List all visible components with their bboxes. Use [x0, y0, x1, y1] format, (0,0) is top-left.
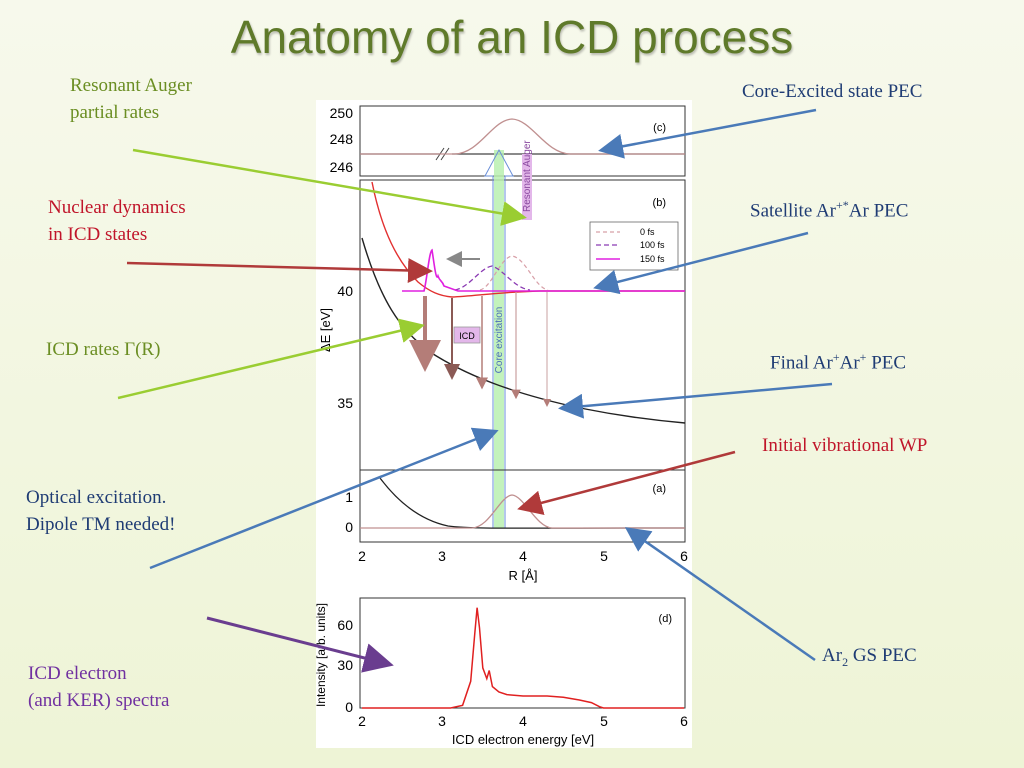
final-pec-sup1: +	[832, 350, 840, 364]
panel-a-ytick-1: 1	[345, 489, 353, 505]
satellite-pec-prefix: Satellite Ar	[750, 200, 837, 222]
panel-c-tag: (c)	[653, 122, 666, 134]
annotation-arrows	[117, 108, 833, 673]
panel-a-xtick-3: 3	[438, 548, 446, 564]
panel-b-tag: (b)	[653, 197, 666, 209]
panel-a-xtick-5: 5	[600, 548, 608, 564]
panel-a-xtick-4: 4	[519, 548, 527, 564]
resonant-auger-pointer	[132, 148, 527, 226]
core-excited-pec-label: Core-Excited state PEC	[742, 81, 923, 102]
core-excited-pointer	[598, 108, 817, 159]
optical-excitation-line1: Optical excitation.	[26, 487, 167, 508]
panel-d-xticks: 2 3 4 5 6	[358, 713, 688, 729]
panel-d-ytick-0: 0	[345, 699, 353, 715]
wp-100fs	[454, 265, 531, 291]
icd-spectrum-line-0	[362, 607, 684, 709]
panel-a-xticks: 2 3 4 5 6	[358, 548, 688, 564]
resonant-auger-band-label: Resonant Auger	[522, 140, 533, 212]
initial-wp-pointer	[517, 450, 736, 516]
final-pec-b: Ar	[839, 352, 860, 374]
panel-c: 250 248 246 (c)	[330, 105, 686, 177]
panel-d-xtick-6: 6	[680, 713, 688, 729]
core-excitation-arrow	[484, 148, 514, 528]
final-pec-sup2: +	[859, 350, 867, 364]
gs-pec-label: Ar2 GS PEC	[822, 642, 917, 676]
legend-150fs: 150 fs	[640, 254, 665, 264]
panel-b-ytick-40: 40	[337, 283, 353, 299]
legend-box	[589, 221, 679, 271]
initial-wp-label: Initial vibrational WP	[762, 435, 928, 456]
satellite-pec-label: Satellite Ar+*Ar PEC	[750, 192, 908, 224]
icd-box-label: ICD	[459, 331, 475, 341]
panel-d-tag: (d)	[659, 613, 672, 625]
core-excited-curve	[360, 118, 685, 155]
final-pec-label: Final Ar+Ar+ PEC	[770, 344, 906, 376]
nuclear-dynamics-pointer	[126, 257, 433, 283]
resonant-auger-line2: partial rates	[70, 102, 160, 123]
icd-rates-pointer	[117, 318, 425, 400]
nuclear-dynamics-line1: Nuclear dynamics	[48, 197, 186, 218]
panel-d: 60 30 0 Intensity [arb. units] (d) 2 3 4…	[314, 597, 688, 747]
panel-a-frame	[359, 469, 686, 543]
panel-d-ylabel: Intensity [arb. units]	[314, 603, 328, 707]
panel-a-xtick-6: 6	[680, 548, 688, 564]
gs-pec-pointer	[624, 527, 816, 662]
optical-excitation-line2: Dipole TM needed!	[26, 514, 176, 535]
panel-d-ytick-60: 60	[337, 617, 353, 633]
initial-wp-curve	[360, 494, 685, 529]
nuclear-dynamics-label: Nuclear dynamics in ICD states	[48, 194, 186, 248]
panel-b-ylabel: ΔE [eV]	[318, 308, 333, 352]
panel-d-xtick-2: 2	[358, 713, 366, 729]
final-pec-curve	[361, 237, 686, 424]
panel-a: 1 0 (a) 2 3 4 5 6 R [Å]	[345, 469, 688, 583]
icd-box	[453, 326, 481, 344]
panel-c-ytick-246: 246	[330, 159, 354, 175]
legend-100fs: 100 fs	[640, 240, 665, 250]
core-excitation-band	[494, 150, 504, 528]
satellite-pointer	[593, 231, 809, 295]
icd-electron-pointer	[206, 616, 394, 673]
panel-a-ytick-0: 0	[345, 519, 353, 535]
panel-a-tag: (a)	[653, 483, 666, 495]
panel-d-xtick-3: 3	[438, 713, 446, 729]
core-excitation-label: Core excitation	[494, 307, 505, 374]
optical-excitation-label: Optical excitation. Dipole TM needed!	[26, 484, 176, 538]
icd-electron-line1: ICD electron	[28, 663, 127, 684]
gs-pec-a: Ar	[822, 645, 843, 666]
panel-d-xlabel: ICD electron energy [eV]	[452, 732, 594, 747]
panel-b-ytick-35: 35	[337, 395, 353, 411]
legend-0fs: 0 fs	[640, 227, 655, 237]
icd-electron-line2: (and KER) spectra	[28, 690, 170, 711]
resonant-auger-line1: Resonant Auger	[70, 75, 192, 96]
panel-c-ytick-248: 248	[330, 131, 354, 147]
final-pec-pointer	[558, 382, 833, 419]
resonant-auger-label: Resonant Auger partial rates	[70, 72, 192, 126]
panel-d-xtick-5: 5	[600, 713, 608, 729]
final-pec-c: PEC	[866, 352, 907, 374]
wp-0fs	[479, 255, 549, 291]
panel-c-ytick-250: 250	[330, 105, 354, 121]
slide-title: Anatomy of an ICD process	[230, 11, 794, 63]
panel-d-xtick-4: 4	[519, 713, 527, 729]
gs-pec-sub: 2	[842, 654, 849, 669]
satellite-pec-sup: +*	[836, 198, 849, 212]
panel-a-xlabel: R [Å]	[509, 568, 538, 583]
optical-excitation-pointer	[149, 427, 499, 570]
final-pec-a: Final Ar	[770, 352, 833, 374]
gs-pec-b: GS PEC	[848, 645, 917, 666]
nuclear-dynamics-line2: in ICD states	[48, 224, 148, 245]
icd-rates-label: ICD rates Γ(R)	[46, 339, 161, 360]
icd-electron-label: ICD electron (and KER) spectra	[28, 660, 169, 714]
satellite-pec-curve	[371, 181, 685, 298]
resonant-auger-band	[522, 154, 532, 220]
panel-b: 40 35 ΔE [eV] (b) Core excitation Resona…	[318, 140, 686, 528]
satellite-pec-suffix: Ar PEC	[848, 200, 909, 222]
panel-d-frame	[359, 597, 686, 709]
panel-d-ytick-30: 30	[337, 657, 353, 673]
panel-a-xtick-2: 2	[358, 548, 366, 564]
